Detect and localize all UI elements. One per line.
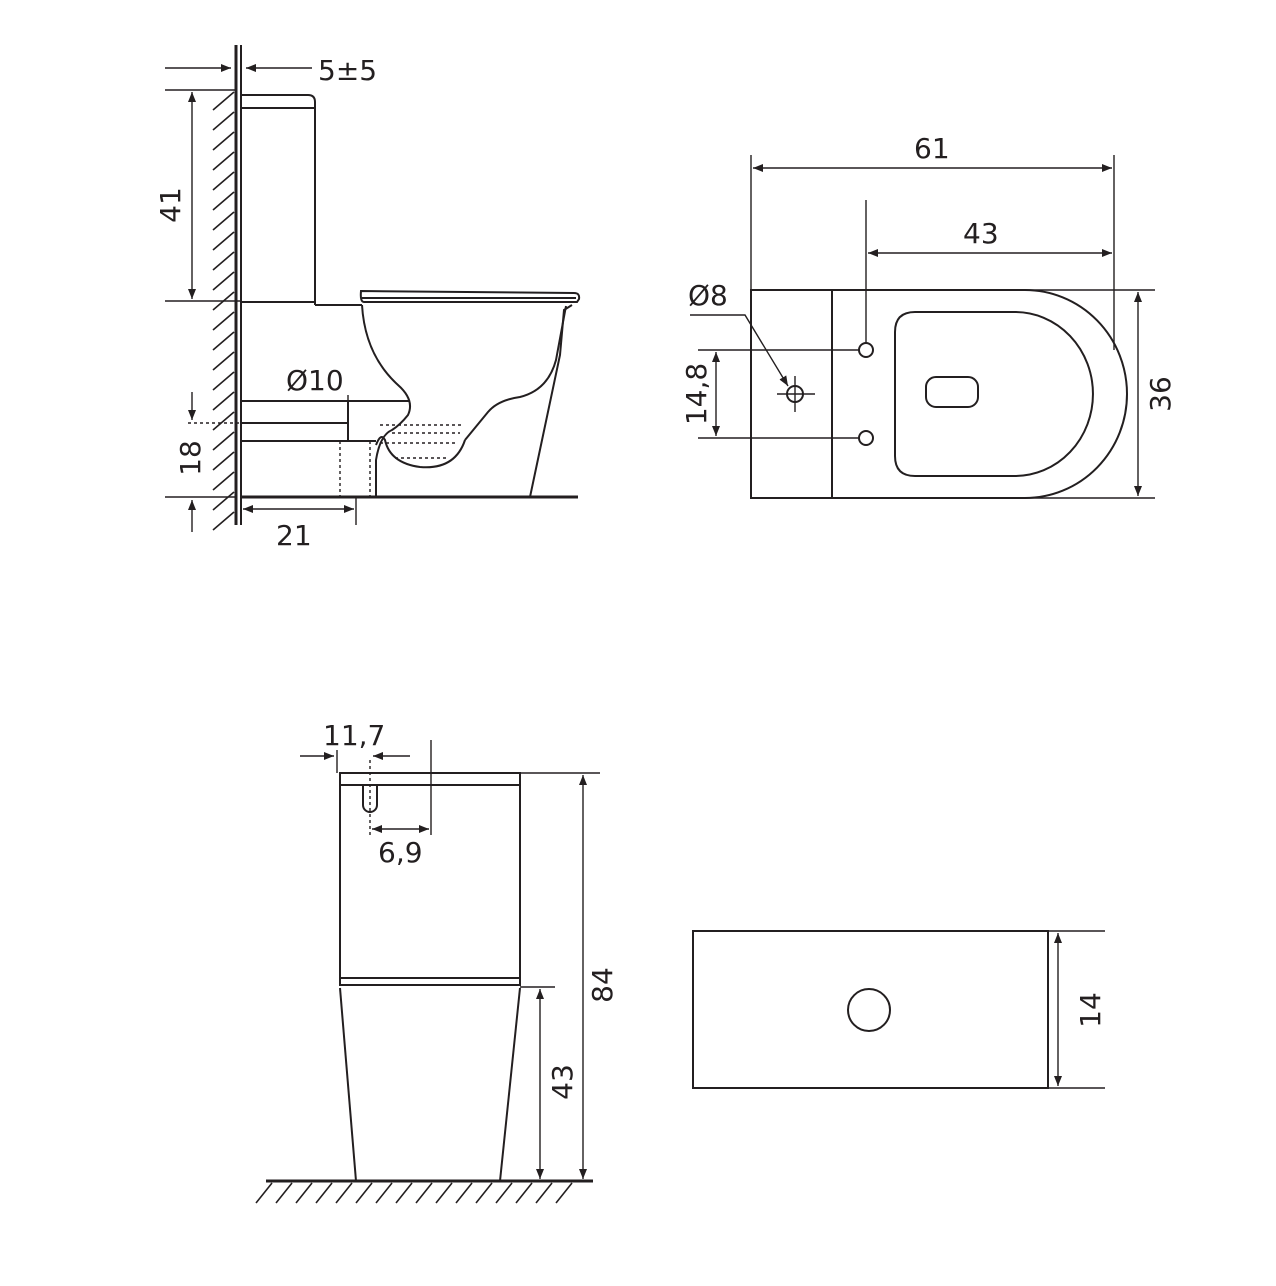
tank-outline	[241, 94, 316, 305]
toilet-top-outline	[750, 289, 1128, 499]
bolt-hole-bottom	[858, 430, 874, 446]
tank-height-label: 41	[154, 187, 187, 223]
length-label: 61	[914, 132, 950, 165]
floor-hatching	[255, 1182, 573, 1204]
floor-hatch-stroke	[475, 1182, 493, 1204]
flush-button-hole	[847, 988, 891, 1032]
bowl-opening	[894, 311, 1094, 477]
wall-hatch-stroke	[212, 251, 235, 271]
wall-gap-label: 5±5	[318, 54, 377, 87]
floor-hatch-stroke	[515, 1182, 533, 1204]
outlet-height-label: 18	[174, 440, 207, 476]
wall-hatch-stroke	[212, 371, 235, 391]
wall-hatch-stroke	[212, 491, 235, 511]
wall-hatch-stroke	[212, 511, 235, 531]
floor-hatch-stroke	[455, 1182, 473, 1204]
floor-hatch-stroke	[555, 1182, 573, 1204]
floor-hatch-stroke	[315, 1182, 333, 1204]
floor-hatch-stroke	[255, 1182, 273, 1204]
wall-hatch-stroke	[212, 111, 235, 131]
floor-hatch-stroke	[295, 1182, 313, 1204]
top-view: 61 43 Ø8 14,8 36	[680, 132, 1177, 499]
button-hole	[362, 785, 378, 813]
floor-hatch-stroke	[395, 1182, 413, 1204]
wall-hatching	[212, 91, 235, 531]
wall-hatch-stroke	[212, 211, 235, 231]
seat-height-label: 43	[546, 1064, 579, 1100]
wall-hatch-stroke	[212, 411, 235, 431]
total-height-label: 84	[586, 967, 619, 1003]
wall-hatch-stroke	[212, 91, 235, 111]
hole-front-label: 43	[963, 217, 999, 250]
wall-hatch-stroke	[212, 331, 235, 351]
floor-hatch-stroke	[535, 1182, 553, 1204]
bowl-left-side	[339, 987, 357, 1182]
floor-hatch-stroke	[335, 1182, 353, 1204]
wall-hatch-stroke	[212, 191, 235, 211]
hole-diameter-leader	[690, 314, 789, 387]
wall-hatch-stroke	[212, 151, 235, 171]
tank-top-outline	[692, 930, 1049, 1089]
wall-hatch-stroke	[212, 271, 235, 291]
tank-depth-label: 14	[1074, 992, 1107, 1028]
seat-lid	[359, 289, 581, 303]
outlet-distance-label: 21	[276, 519, 312, 552]
wall-hatch-stroke	[212, 171, 235, 191]
wall-hatch-stroke	[212, 391, 235, 411]
wall-hatch-stroke	[212, 351, 235, 371]
bowl-back-inner	[361, 304, 411, 497]
bowl-front-outer	[529, 304, 573, 498]
wall-hatch-stroke	[212, 471, 235, 491]
floor-hatch-stroke	[415, 1182, 433, 1204]
trap-curve	[375, 435, 466, 469]
outlet-diameter-label: Ø10	[286, 364, 344, 397]
front-view: 11,7 6,9 84 43	[255, 719, 619, 1204]
drain-slot	[925, 376, 979, 408]
wall-hatch-stroke	[212, 311, 235, 331]
floor-hatch-stroke	[355, 1182, 373, 1204]
wall-hatch-stroke	[212, 131, 235, 151]
side-view: 5±5 41 Ø10 18 21	[154, 45, 581, 552]
hole-diameter-label: Ø8	[688, 279, 728, 312]
spacing-label: 14,8	[680, 363, 713, 425]
hole-depth-label: 6,9	[378, 836, 423, 869]
floor-hatch-stroke	[275, 1182, 293, 1204]
wall-hatch-stroke	[212, 451, 235, 471]
bowl-front-inner	[464, 305, 567, 441]
tank-top-view: 14	[692, 930, 1107, 1089]
floor-hatch-stroke	[495, 1182, 513, 1204]
width-label: 36	[1144, 376, 1177, 412]
floor-hatch-stroke	[375, 1182, 393, 1204]
bolt-hole-top	[858, 342, 874, 358]
floor-hatch-stroke	[435, 1182, 453, 1204]
front-tank-outline	[339, 772, 521, 986]
hole-offset-label: 11,7	[323, 719, 385, 752]
wall-hatch-stroke	[212, 231, 235, 251]
bowl-right-side	[499, 987, 521, 1182]
wall-hatch-stroke	[212, 431, 235, 451]
